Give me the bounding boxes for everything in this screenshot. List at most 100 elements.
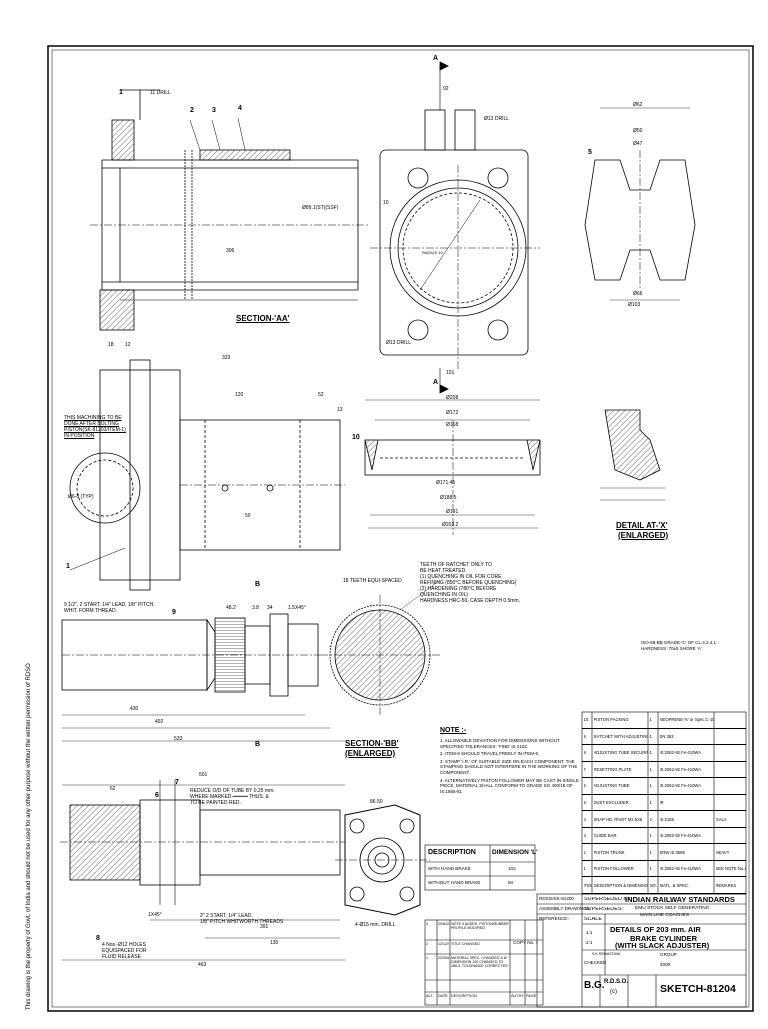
parts-list-cell: ADJUSTING TUBE SECURING END bbox=[593, 750, 648, 756]
parts-list-cell: ERW IS:3589 bbox=[659, 849, 685, 855]
flange-end-view bbox=[370, 61, 540, 394]
dim-333: 333 bbox=[222, 355, 231, 361]
parts-list-cell: PISTON PACKING bbox=[593, 717, 629, 723]
item-tag: 1 bbox=[119, 89, 123, 96]
parts-list-cell: MATL. & SPEC. bbox=[659, 882, 690, 888]
parts-list-cell: NO. OFF bbox=[649, 882, 658, 888]
item-tag: 2 bbox=[190, 107, 194, 114]
revision-cell: 22/09/86 bbox=[438, 956, 449, 960]
parts-list-cell: IS:2062-92 Fe-410WA bbox=[659, 766, 702, 772]
item-tag: 3 bbox=[212, 107, 216, 114]
parts-list-cell: 1 bbox=[583, 866, 586, 872]
parts-list-cell: IS:2062-92 Fe-410WA bbox=[659, 866, 702, 872]
dim-13: 13 bbox=[337, 407, 343, 413]
revision-cell: TITLE CHANGED bbox=[451, 942, 480, 946]
revision-cell: 1 bbox=[426, 956, 428, 960]
org-name: INDIAN RAILWAY STANDARDS bbox=[625, 895, 735, 904]
detail-x-title: DETAIL AT-'X' bbox=[616, 521, 668, 530]
drill-13-label-bottom: Ø13 DRILL bbox=[386, 340, 412, 346]
parts-list-cell: 1 bbox=[649, 750, 652, 756]
item-tag: 10 bbox=[352, 434, 360, 441]
parts-list-cell: 1 bbox=[649, 766, 652, 772]
parts-list-cell: HEAVY bbox=[715, 849, 730, 855]
reduce-note: REDUCE O/D OF TUBE BY 0.25 mm. WHERE MAR… bbox=[190, 788, 275, 806]
parts-list-cell: RESETTING PLATE bbox=[593, 766, 632, 772]
dim-172: Ø172 bbox=[446, 410, 459, 416]
detail-x-subtitle: (ENLARGED) bbox=[618, 531, 669, 540]
revision-cell: 3 bbox=[426, 922, 428, 926]
parts-list-cell: 1 bbox=[649, 866, 652, 872]
chamfer-2: 1.5X45° bbox=[288, 605, 306, 611]
item-tag: 7 bbox=[175, 779, 179, 786]
ratchet-screw-view bbox=[61, 613, 345, 742]
parts-list-cell: GUIDE BAR bbox=[593, 833, 617, 839]
parts-list-cell: 1 bbox=[649, 733, 652, 739]
group-no: 2000 bbox=[660, 962, 671, 967]
radius-label: RADIUS 10 bbox=[422, 250, 443, 255]
parts-list-cell: RATCHET WITH ADJUSTING SCREW bbox=[593, 733, 648, 739]
dim-168: Ø168 bbox=[446, 422, 459, 428]
revision-cell: MATERIAL SPEC. CHANGED & Ø DIMENSION 192… bbox=[451, 956, 508, 969]
parts-list-cell: DESCRIPTION & DIMENSIONS bbox=[593, 882, 648, 888]
dim-table-header-desc: DESCRIPTION bbox=[428, 849, 476, 856]
notes-block: NOTE :- 1. ALLOWABLE DEVIATION FOR DIMEN… bbox=[440, 727, 580, 794]
rdso-label: R.D.S.O. bbox=[604, 979, 629, 985]
adjusting-tube-view bbox=[60, 780, 345, 961]
parts-list-cell: DUST EXCLUDER bbox=[593, 799, 629, 805]
revision-cell bbox=[526, 956, 542, 979]
dim-103: Ø103 bbox=[628, 302, 641, 308]
dim-52: 52 bbox=[318, 392, 324, 398]
revision-cell: NOTE 4 ADDED. PISTON/RUBBER PROFILE MODI… bbox=[451, 922, 509, 931]
parts-list-cell: 4 bbox=[583, 816, 586, 822]
thread-note: 9 1/2", 2 START, 1/4" LEAD, 1/8" PITCH, … bbox=[64, 602, 155, 614]
dim-62b: Ø62 bbox=[633, 102, 643, 108]
dim-492: 492 bbox=[155, 719, 164, 725]
note-3: 3. STAMP 'I.R.' OF SUITABLE SIZE ON EACH… bbox=[440, 758, 578, 775]
parts-list-cell: NEOPRENE-'K' or Spec.C-101 bbox=[659, 717, 714, 723]
scale-2: 2:1 bbox=[586, 940, 593, 945]
title-line-3: (WITH SLACK ADJUSTER) bbox=[615, 942, 710, 950]
supersedes: SUPERSEDES: bbox=[584, 907, 624, 912]
dim-533: 533 bbox=[174, 736, 183, 742]
title-line-1: DETAILS OF 203 mm. AIR bbox=[610, 926, 701, 934]
checked-label: CHECKED bbox=[584, 960, 607, 965]
dim-50b: Ø50 bbox=[633, 128, 643, 134]
item-tag: 8 bbox=[96, 935, 100, 942]
dim-table-row-val: 102 bbox=[508, 866, 516, 871]
gauge-label: B.G. bbox=[584, 980, 605, 991]
ref-label: Ø6-8 (TYP) bbox=[68, 494, 94, 500]
item-tag: 5 bbox=[588, 149, 592, 156]
dim-188: Ø188.5 bbox=[440, 495, 457, 501]
section-bb-title: SECTION-'BB' bbox=[345, 739, 399, 748]
cut-a-bottom: A bbox=[433, 379, 439, 386]
dim-203: Ø203.2 bbox=[442, 522, 459, 528]
dim-501: 501 bbox=[199, 772, 208, 778]
revision-cell: 29/8/2000 bbox=[438, 922, 449, 926]
sketch-number: SKETCH-81204 bbox=[660, 983, 736, 995]
cut-b-bottom: B bbox=[255, 741, 261, 748]
dim-101: 101 bbox=[446, 370, 455, 376]
chamfer-1: 1X45° bbox=[148, 912, 162, 918]
margin-note: This drawing is the property of Govt. of… bbox=[26, 663, 32, 1010]
parts-list-cell: 2 bbox=[649, 816, 652, 822]
parts-list-cell: IS:2062-92 Fe-410WA bbox=[659, 750, 702, 756]
parts-list-cell: 2 bbox=[583, 849, 586, 855]
dim-306: 306 bbox=[226, 248, 235, 254]
parts-list-cell: 1 bbox=[649, 717, 652, 723]
dim-130: 130 bbox=[270, 940, 279, 946]
dust-excluder-view bbox=[584, 107, 696, 301]
inner-border bbox=[51, 49, 750, 1008]
dim-89: Ø89.1(ST)(SSF) bbox=[302, 205, 339, 211]
item-tag: 6 bbox=[155, 792, 159, 799]
title-block-grid bbox=[424, 893, 747, 1008]
section-aa-title: SECTION-'AA' bbox=[236, 314, 290, 323]
parts-list-cell: 1 bbox=[649, 783, 652, 789]
superseded-by: SUPERSEDED BY: bbox=[584, 897, 632, 902]
